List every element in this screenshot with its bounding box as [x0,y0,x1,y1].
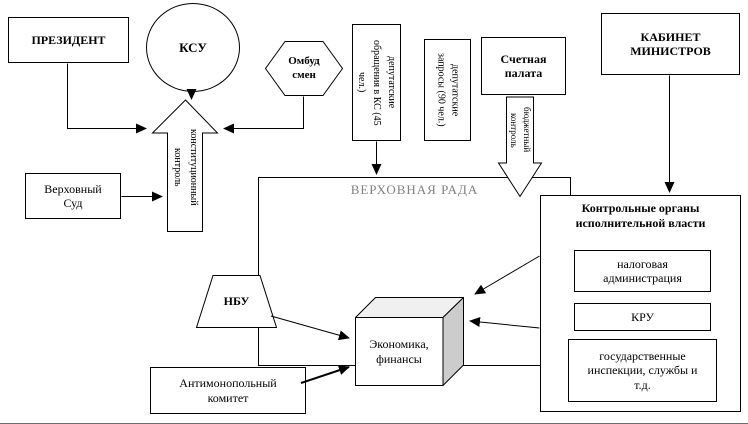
accounting-chamber-label: Счетная палата [500,51,547,80]
rada-label: ВЕРХОВНАЯ РАДА [350,182,479,197]
nbu-trapezoid: НБУ [196,275,277,328]
cabinet-box: КАБИНЕТ МИНИСТРОВ [601,13,740,75]
ksu-label: КСУ [179,39,207,55]
ombudsman-label: Омбуд смен [288,55,320,81]
arrow-antimonopoly-to-cube [300,365,350,384]
deputy-appeals-box: депутатские обращения в КС (45 чел.) [352,24,401,141]
nbu-label: НБУ [223,294,250,309]
state-inspections-label: государственные инспекции, службы и т.д. [587,348,698,392]
ombudsman-hexagon: Омбуд смен [265,41,343,96]
state-inspections-box: государственные инспекции, службы и т.д. [568,339,717,402]
president-box: ПРЕЗИДЕНТ [8,17,129,63]
constitutional-control-text: конституционный контроль [172,128,199,206]
deputy-appeals-label: депутатские обращения в КС (45 чел.) [356,39,397,126]
kru-box: КРУ [574,303,711,331]
cube-shape [355,297,464,386]
deputy-requests-box: депутатские запросы (90 чел.) [424,39,471,141]
arrow-president-to-control [67,63,147,134]
cube-front-face [355,317,444,386]
tax-admin-box: налоговая администрация [574,250,711,292]
deputy-requests-label: депутатские запросы (90 чел.) [435,53,461,127]
accounting-chamber-box: Счетная палата [481,37,566,95]
budget-control-text: бюджетный контроль [509,107,532,153]
economy-label: Экономика, финансы [369,337,429,366]
antimonopoly-label: Антимонопольный комитет [179,376,277,405]
ksu-ellipse: КСУ [146,3,240,92]
tax-admin-label: налоговая администрация [603,256,682,285]
hexagon-shape [265,41,343,96]
supreme-court-box: Верховный Суд [25,173,121,219]
kru-label: КРУ [631,309,654,324]
economy-cube: Экономика, финансы [355,297,464,386]
president-label: ПРЕЗИДЕНТ [31,32,106,47]
cabinet-label: КАБИНЕТ МИНИСТРОВ [630,29,711,58]
control-organs-box: Контрольные органы исполнительной власти… [540,195,741,412]
arrow-ombudsman-to-control [223,96,304,134]
supreme-court-label: Верховный Суд [44,181,102,210]
control-organs-title: Контрольные органы исполнительной власти [575,201,706,230]
antimonopoly-box: Антимонопольный комитет [150,367,306,414]
